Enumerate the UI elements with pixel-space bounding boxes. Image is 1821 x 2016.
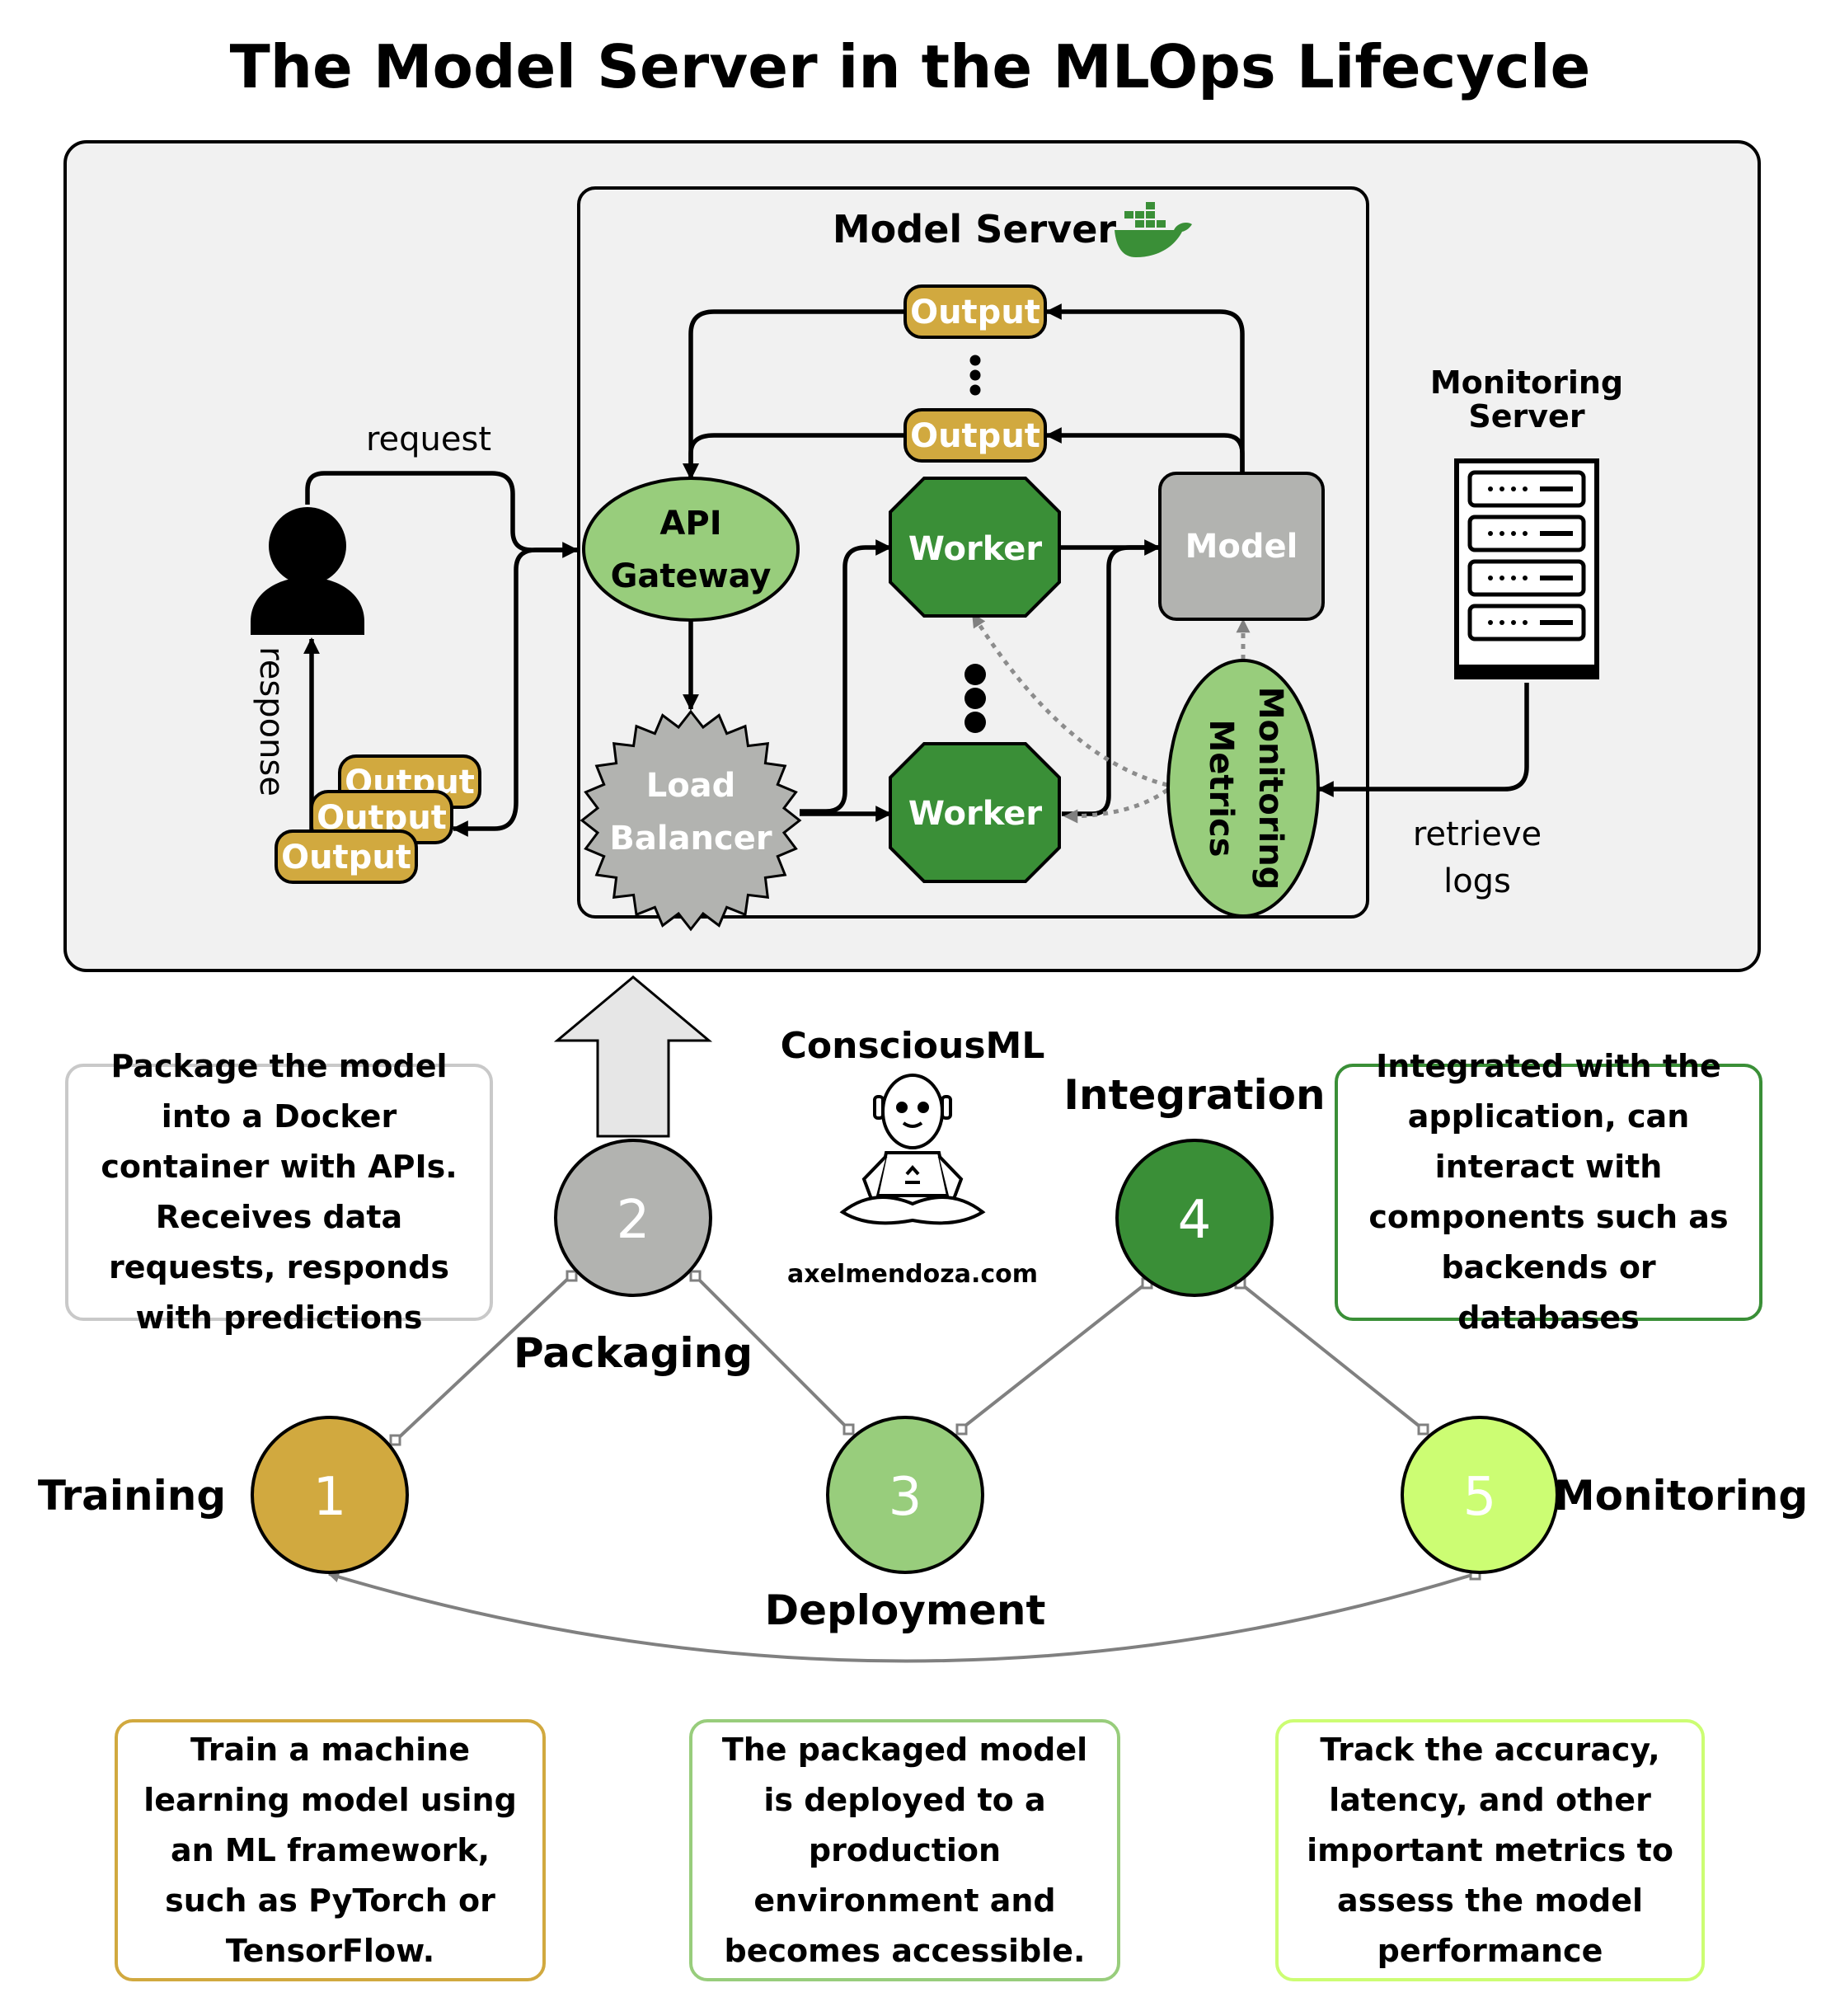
brand-name: ConsciousML <box>781 1025 1045 1067</box>
api-gateway-node: API Gateway <box>582 477 800 622</box>
user-icon <box>251 507 364 635</box>
gateway-to-outputs-arrow <box>452 547 577 837</box>
svg-text:Monitoring: Monitoring <box>1251 687 1289 891</box>
stage-circle-2: 2 <box>554 1139 712 1297</box>
stage-label-monitoring: Monitoring <box>1554 1472 1808 1520</box>
up-arrow-icon <box>553 975 713 1138</box>
retrieve-logs-label-line2: logs <box>1443 862 1511 900</box>
monitoring-server-label-line2: Server <box>1468 398 1584 435</box>
svg-text:Output: Output <box>281 839 411 876</box>
training-description: Train a machine learning model using an … <box>115 1719 546 1981</box>
server-rack-icon <box>1454 458 1599 679</box>
svg-text:3: 3 <box>889 1467 922 1528</box>
worker-node-bottom: Worker <box>889 742 1061 883</box>
model-to-output-bottom-arrow <box>1045 427 1245 472</box>
deployment-description: The packaged model is deployed to a prod… <box>689 1719 1120 1981</box>
svg-text:Load: Load <box>646 767 736 805</box>
svg-text:Worker: Worker <box>908 530 1043 568</box>
stage-circle-5: 5 <box>1401 1416 1559 1574</box>
robot-mascot-logo <box>839 1074 986 1225</box>
balancer-to-worker-top-arrow <box>800 539 892 814</box>
model-server-label: Model Server <box>833 207 1116 251</box>
retrieve-logs-label-line1: retrieve <box>1413 815 1542 853</box>
stage-circle-3: 3 <box>826 1416 984 1574</box>
stage-circle-4: 4 <box>1115 1139 1274 1297</box>
integration-description: Integrated with the application, can int… <box>1335 1048 1762 1336</box>
svg-text:Balancer: Balancer <box>609 820 772 858</box>
monitoring-description: Track the accuracy, latency, and other i… <box>1275 1719 1705 1981</box>
svg-text:API: API <box>659 505 721 543</box>
monitoring-metrics-node: Monitoring Metrics <box>1166 659 1320 918</box>
connector-2-3 <box>693 1274 850 1431</box>
svg-text:2: 2 <box>617 1190 650 1251</box>
output-pill-top: Output <box>903 284 1047 339</box>
svg-text:Worker: Worker <box>908 795 1043 833</box>
stage-label-training: Training <box>38 1472 226 1520</box>
stage-label-integration: Integration <box>1063 1071 1325 1119</box>
model-to-output-top-arrow <box>1045 303 1245 472</box>
svg-text:Metrics: Metrics <box>1202 719 1240 857</box>
svg-text:4: 4 <box>1178 1190 1212 1251</box>
response-label: response <box>252 646 290 797</box>
request-arrow <box>305 471 579 558</box>
svg-text:Model: Model <box>1185 528 1298 566</box>
svg-text:1: 1 <box>313 1467 347 1528</box>
svg-text:Output: Output <box>910 294 1040 331</box>
connector-4-5 <box>1238 1281 1424 1431</box>
vertical-ellipsis-large-icon <box>964 664 986 733</box>
packaging-description: Package the model into a Docker containe… <box>65 1048 493 1336</box>
output-pill-second: Output <box>903 408 1047 463</box>
docker-whale-icon <box>1115 202 1192 257</box>
output-bottom-to-gateway-arrow <box>683 433 905 480</box>
model-node: Model <box>1158 472 1325 621</box>
svg-text:5: 5 <box>1463 1467 1497 1528</box>
svg-text:Output: Output <box>910 417 1040 455</box>
vertical-ellipsis-icon <box>969 355 981 396</box>
monitoring-server-label-line1: Monitoring <box>1430 364 1623 401</box>
feedback-loop-arrow <box>327 1571 1476 1663</box>
brand-url: axelmendoza.com <box>787 1260 1038 1289</box>
output-pill-stack-front: Output <box>275 829 418 884</box>
request-label: request <box>366 421 491 458</box>
load-balancer-node: Load Balancer <box>580 709 802 932</box>
page-title: The Model Server in the MLOps Lifecycle <box>230 32 1591 101</box>
stage-circle-1: 1 <box>251 1416 409 1574</box>
stage-label-deployment: Deployment <box>765 1586 1046 1634</box>
worker-node-top: Worker <box>889 477 1061 618</box>
stage-label-packaging: Packaging <box>514 1329 753 1377</box>
output-top-to-gateway-arrow <box>683 309 905 480</box>
worker-bottom-to-model-arrow <box>1062 545 1159 816</box>
retrieve-logs-arrow <box>1317 683 1529 797</box>
svg-text:Gateway: Gateway <box>611 557 772 595</box>
connector-3-4 <box>960 1281 1148 1431</box>
connector-1-2 <box>394 1274 573 1442</box>
